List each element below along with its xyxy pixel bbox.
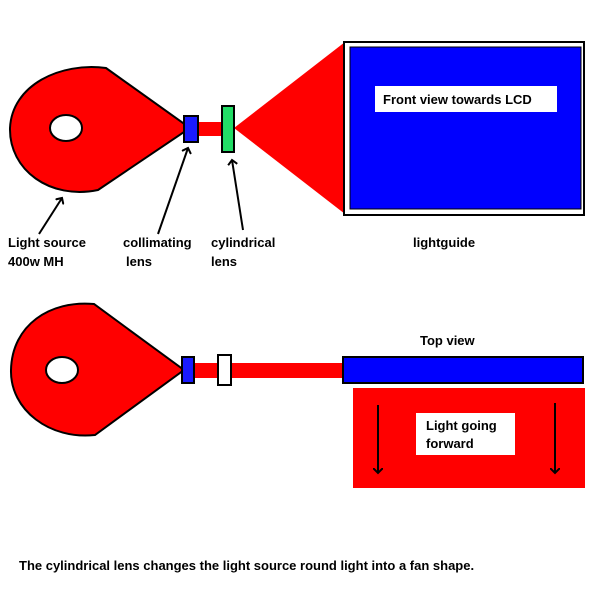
front-view-label: Front view towards LCD: [383, 92, 532, 107]
top-view-label: Top view: [420, 333, 476, 348]
collimated-beam: [196, 122, 226, 136]
light-source-bulb: [8, 66, 192, 193]
cylindrical-lens-top: [217, 354, 232, 386]
lightguide-label: lightguide: [413, 235, 475, 250]
collimating-lens-sublabel: lens: [126, 254, 152, 269]
light-source-arrow: [38, 198, 62, 235]
cylindrical-lens-sublabel: lens: [211, 254, 237, 269]
collimating-lens-label: collimating: [123, 235, 192, 250]
collimating-lens: [183, 115, 199, 143]
lightguide-front: [349, 46, 582, 210]
lightguide-top: [342, 356, 584, 384]
collimating-lens-top: [181, 356, 195, 384]
caption: The cylindrical lens changes the light s…: [19, 558, 474, 573]
light-source-label: Light source: [8, 235, 86, 250]
front-view: Front view towards LCD Light source 400w…: [8, 41, 585, 269]
bulb-hole: [49, 114, 83, 142]
cylindrical-lens-arrow: [232, 160, 244, 231]
cylindrical-lens-label: cylindrical: [211, 235, 275, 250]
top-view: Top view Light going forward: [9, 302, 585, 488]
light-going-label-box: [416, 413, 515, 455]
front-view-label-box: [375, 86, 557, 112]
light-source-bulb-top: [9, 302, 186, 437]
fan-beam: [234, 42, 345, 214]
bulb-hole-top: [45, 356, 79, 384]
cylindrical-lens: [221, 105, 235, 153]
light-going-sublabel: forward: [426, 436, 474, 451]
light-source-sublabel: 400w MH: [8, 254, 64, 269]
beam-top: [195, 363, 345, 378]
light-going-label: Light going: [426, 418, 497, 433]
collimating-lens-arrow: [157, 148, 188, 235]
